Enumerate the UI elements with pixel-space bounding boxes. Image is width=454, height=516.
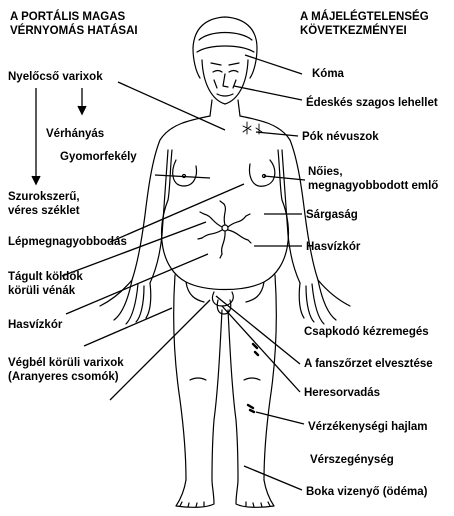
label-vegbel-line-2: (Aranyeres csomók) [8, 370, 124, 384]
label-noies-line-2: megnagyobbodott emlő [308, 179, 438, 193]
label-nyelocso-varixok: Nyelőcső varixok [8, 70, 103, 84]
label-csapkodo-kezremeges: Csapkodó kézremegés [304, 325, 429, 339]
label-verszegenyseg: Vérszegénység [310, 453, 394, 467]
label-verhanyas: Vérhányás [46, 127, 104, 141]
right-header-line-2: KÖVETKEZMÉNYEI [300, 24, 429, 38]
label-sargasag: Sárgaság [306, 208, 358, 222]
left-header: A PORTÁLIS MAGAS VÉRNYOMÁS HATÁSAI [10, 10, 138, 38]
label-tagult-line-1: Tágult köldök [8, 270, 83, 284]
label-hasvizkor-right: Hasvízkór [306, 240, 360, 254]
label-boka-vizenyo: Boka vizenyő (ödéma) [306, 485, 427, 499]
label-edeskes-lehellet: Édeskés szagos lehellet [306, 96, 438, 110]
left-header-line-1: A PORTÁLIS MAGAS [10, 10, 138, 24]
label-szurok-line-1: Szurokszerű, [8, 190, 80, 204]
label-verzekenysegi-hajlam: Vérzékenységi hajlam [308, 420, 428, 434]
label-pok-nevuszok: Pók névuszok [302, 130, 379, 144]
label-heresorvadas: Heresorvadás [304, 386, 380, 400]
label-noies-line-1: Nőies, [308, 165, 438, 179]
label-gyomorfekely: Gyomorfekély [60, 150, 137, 164]
label-hasvizkor-left: Hasvízkór [8, 318, 62, 332]
label-fanszorzet-elvesztese: A fanszőrzet elvesztése [304, 357, 433, 371]
right-header-line-1: A MÁJELÉGTELENSÉG [300, 10, 429, 24]
label-noies-emlo: Nőies, megnagyobbodott emlő [308, 165, 438, 193]
label-tagult-line-2: körüli vénák [8, 284, 83, 298]
label-vegbel-line-1: Végbél körüli varixok [8, 356, 124, 370]
left-header-line-2: VÉRNYOMÁS HATÁSAI [10, 24, 138, 38]
label-koma: Kóma [312, 67, 344, 81]
right-header: A MÁJELÉGTELENSÉG KÖVETKEZMÉNYEI [300, 10, 429, 38]
label-szurokszeru-szeklet: Szurokszerű, véres széklet [8, 190, 80, 218]
label-vegbel-varixok: Végbél körüli varixok (Aranyeres csomók) [8, 356, 124, 384]
label-lepmegnagyobbodas: Lépmegnagyobbodás [8, 235, 127, 249]
label-szurok-line-2: véres széklet [8, 204, 80, 218]
label-tagult-koldok-venak: Tágult köldök körüli vénák [8, 270, 83, 298]
